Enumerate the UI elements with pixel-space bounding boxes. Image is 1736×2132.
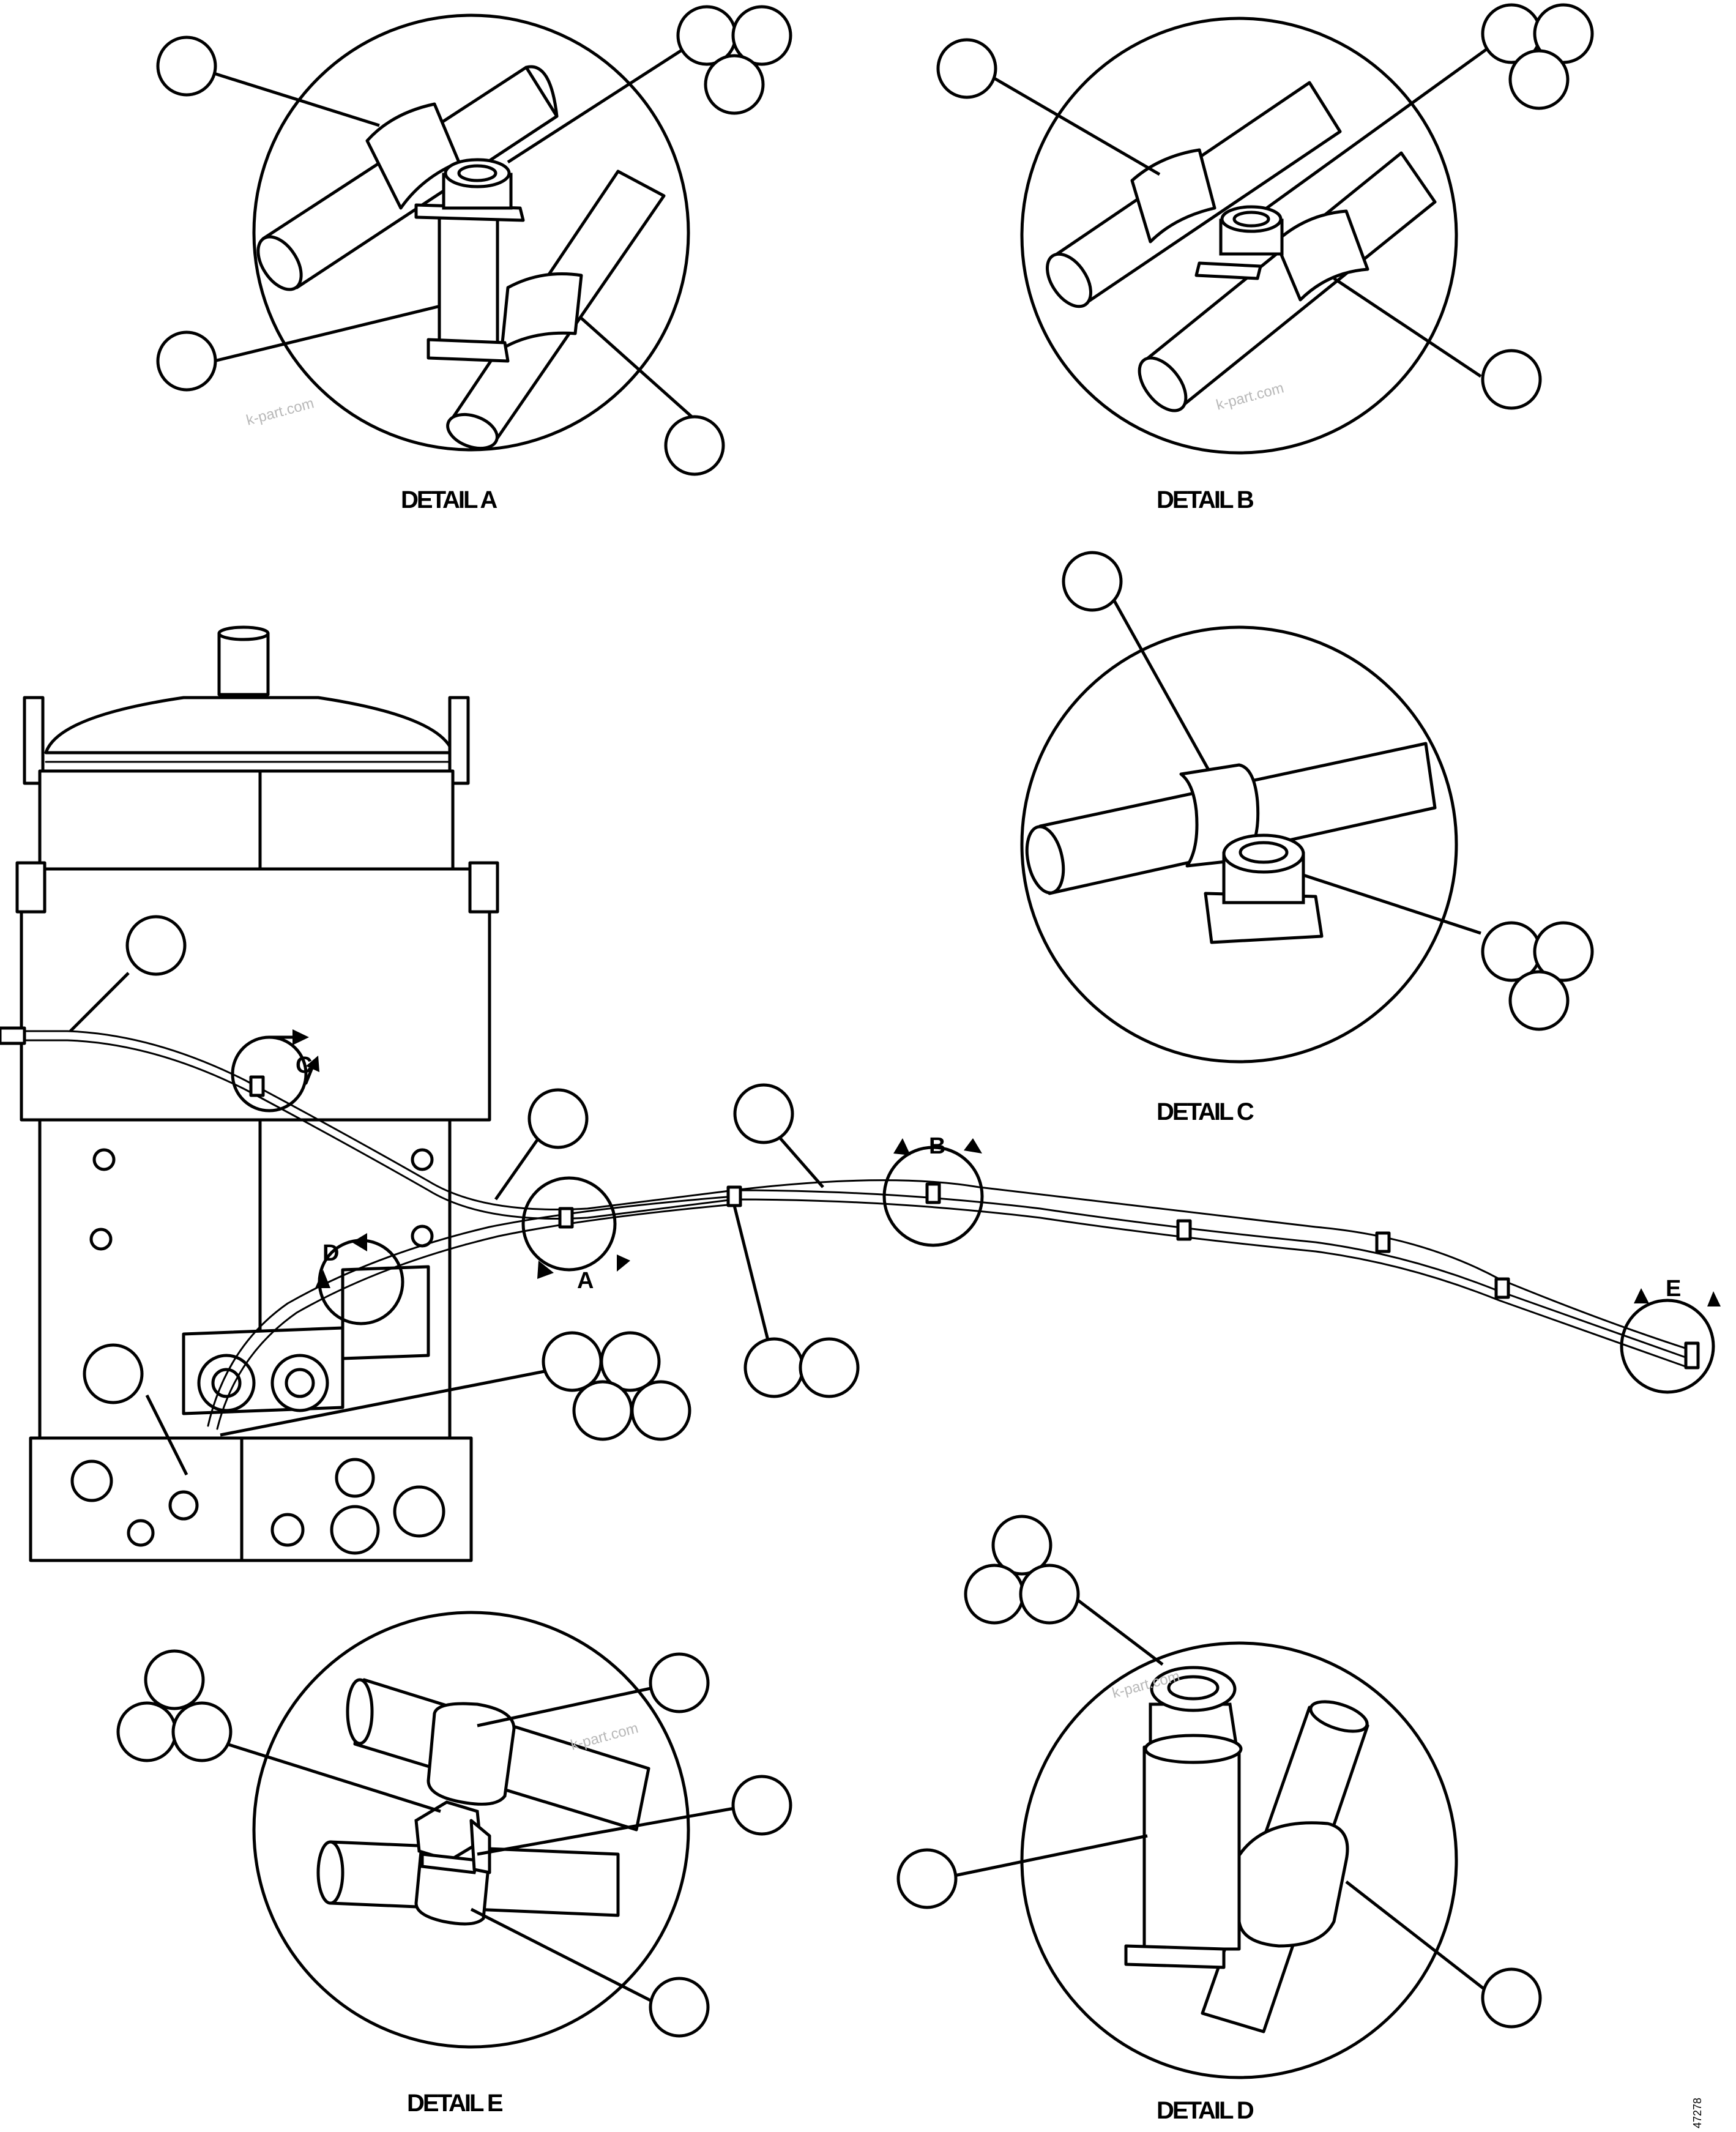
view-label-a: A <box>577 1268 594 1294</box>
detail-e-callout-balloon <box>171 1701 233 1762</box>
detail-b-clamp-sleeve-upper <box>1130 148 1216 244</box>
callout-balloon <box>542 1331 603 1392</box>
detail-a-nut <box>442 158 513 210</box>
detail-a: k-part.com DETAIL A <box>156 5 792 513</box>
figure-number: 47278 <box>1691 2098 1704 2128</box>
detail-b-callout-balloon <box>936 38 997 99</box>
hose-route <box>0 1026 1700 1430</box>
main-assembly-view: C A B D E <box>0 625 1721 1562</box>
detail-c-callout-balloon <box>1062 551 1123 612</box>
detail-b-callout-balloon <box>1508 49 1570 110</box>
detail-b-nut <box>1219 205 1284 256</box>
hose-clamp-marker <box>558 1207 574 1229</box>
detail-d-spacer <box>1142 1745 1241 1951</box>
callout-balloon <box>743 1337 805 1398</box>
detail-e-watermark: k-part.com <box>569 1720 640 1753</box>
detail-a-watermark: k-part.com <box>245 395 316 428</box>
callout-balloon <box>799 1337 860 1398</box>
detail-c-circle <box>1020 625 1458 1064</box>
detail-a-title: DETAIL A <box>401 486 497 513</box>
hose-end-fitting <box>1684 1341 1700 1370</box>
detail-e: k-part.com DETAIL E <box>116 1611 792 2117</box>
detail-e-lower-hose <box>316 1840 620 1917</box>
detail-d-callout-balloon <box>896 1848 958 1909</box>
view-marker-b: B <box>882 1133 984 1247</box>
detail-d-callout-balloon <box>964 1564 1025 1625</box>
callout-balloon <box>83 1343 144 1404</box>
detail-e-title: DETAIL E <box>407 2090 503 2117</box>
detail-c-callout-balloon <box>1508 970 1570 1031</box>
detail-c-nut <box>1222 833 1305 904</box>
detail-b: k-part.com DETAIL B <box>936 3 1594 513</box>
detail-e-circle <box>252 1611 690 2049</box>
hose-clamp-marker <box>1176 1219 1192 1241</box>
detail-a-base-plate <box>427 338 510 363</box>
detail-d-callout-balloon <box>991 1515 1052 1576</box>
detail-b-title: DETAIL B <box>1157 486 1254 513</box>
detail-a-callout-balloon <box>664 415 725 476</box>
reservoir-top <box>23 625 470 785</box>
detail-e-callout-balloon <box>116 1701 177 1762</box>
detail-e-callout-balloon <box>731 1775 792 1836</box>
view-marker-a: A <box>521 1176 630 1294</box>
detail-a-callout-balloon <box>156 330 217 392</box>
view-label-d: D <box>322 1240 339 1266</box>
detail-a-spacer <box>438 206 499 348</box>
detail-d-nut <box>1144 1666 1243 1764</box>
hose-end-fitting <box>0 1026 26 1045</box>
detail-d: k-part.com DETAIL D <box>896 1515 1542 2124</box>
view-label-e: E <box>1666 1276 1681 1302</box>
detail-b-callout-balloon <box>1481 349 1542 410</box>
detail-d-callout-balloon <box>1481 1967 1542 2029</box>
detail-d-clamp-sleeve <box>1234 1821 1349 1948</box>
detail-b-watermark: k-part.com <box>1215 379 1286 413</box>
callout-balloon <box>600 1331 661 1392</box>
detail-a-callout-balloon <box>731 5 792 66</box>
view-marker-c: C <box>231 1029 319 1113</box>
control-box <box>341 1265 430 1360</box>
hose-clamp-marker <box>726 1185 742 1207</box>
detail-c-callout-balloon <box>1533 921 1594 982</box>
detail-d-title: DETAIL D <box>1157 2097 1254 2124</box>
hose-clamp-marker <box>249 1075 265 1097</box>
detail-a-callout-balloon <box>704 54 765 115</box>
detail-e-clamp-sleeve-upper <box>427 1702 516 1806</box>
detail-d-base-plate <box>1124 1944 1226 1969</box>
detail-a-callout-balloon <box>156 35 217 97</box>
detail-b-circle <box>1020 17 1458 455</box>
callout-balloon <box>572 1380 633 1441</box>
hose-clamp-marker <box>925 1182 941 1204</box>
detail-c: DETAIL C <box>1020 551 1594 1125</box>
hose-clamp-marker <box>1494 1277 1510 1299</box>
hose-clamp-marker <box>1375 1231 1391 1253</box>
detail-e-callout-balloon <box>649 1652 710 1713</box>
detail-a-circle <box>252 13 690 452</box>
detail-c-title: DETAIL C <box>1157 1098 1254 1125</box>
detail-e-callout-balloon <box>649 1977 710 2038</box>
detail-b-plate <box>1194 261 1262 280</box>
view-marker-d: D <box>315 1233 404 1325</box>
view-marker-e: E <box>1620 1276 1721 1394</box>
detail-b-clamp-sleeve-lower <box>1274 209 1369 302</box>
callout-balloon <box>527 1088 589 1149</box>
callout-balloon <box>125 915 187 976</box>
view-label-b: B <box>929 1133 945 1159</box>
detail-a-clamp-sleeve-lower <box>500 272 583 351</box>
callout-balloon <box>733 1083 794 1144</box>
detail-e-callout-balloon <box>144 1649 205 1710</box>
detail-d-callout-balloon <box>1019 1564 1080 1625</box>
view-label-c: C <box>296 1053 312 1078</box>
callout-balloon <box>630 1380 691 1441</box>
